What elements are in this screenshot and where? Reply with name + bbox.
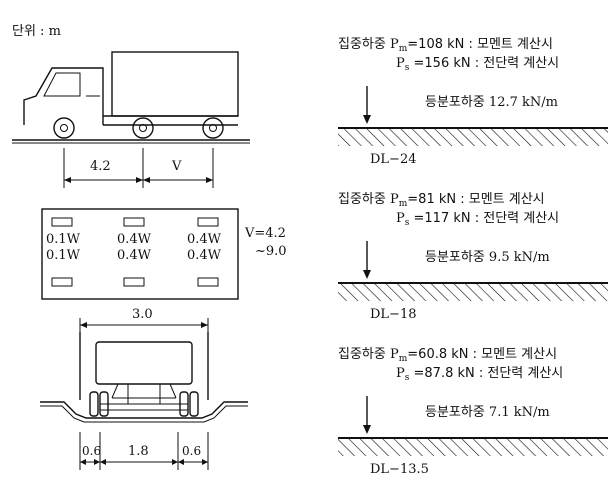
dim-1-8: 1.8 — [128, 444, 149, 459]
dim-v: V — [171, 159, 182, 174]
distributed-load-text: 등분포하중 9.5 kN/m — [425, 250, 550, 265]
arrow-head — [363, 425, 371, 434]
distributed-load-text: 등분포하중 7.1 kN/m — [425, 405, 550, 420]
dl-label: DL−18 — [370, 307, 417, 322]
wheel-load-plan: 0.1W 0.1W 0.4W 0.4W 0.4W 0.4W V=4.2 ~9.0 — [41, 208, 287, 300]
load-group-3: 집중하중 Pm=60.8 kN : 모멘트 계산시 Ps =87.8 kN : 전… — [338, 347, 608, 477]
load-middle-bottom: 0.4W — [117, 248, 152, 263]
distributed-load-band — [338, 283, 608, 301]
load-right-bottom: 0.4W — [187, 248, 222, 263]
point-load-moment-text: 집중하중 Pm=108 kN : 모멘트 계산시 — [338, 37, 553, 54]
dim-4-2: 4.2 — [90, 159, 111, 174]
dim-0-6-right: 0.6 — [182, 444, 201, 458]
point-load-shear-text: Ps =156 kN : 전단력 계산시 — [396, 56, 559, 73]
load-group-1: 집중하중 Pm=108 kN : 모멘트 계산시 Ps =156 kN : 전단력… — [338, 37, 608, 167]
load-left-top: 0.1W — [46, 232, 81, 247]
truck-rear-view — [40, 332, 248, 423]
dim-3-0: 3.0 — [132, 307, 153, 322]
truck-side-view — [12, 51, 250, 144]
point-load-moment-text: 집중하중 Pm=60.8 kN : 모멘트 계산시 — [338, 347, 557, 364]
point-load-shear-text: Ps =117 kN : 전단력 계산시 — [396, 211, 559, 228]
arrow-head — [363, 115, 371, 124]
v-range-line2: ~9.0 — [255, 244, 287, 259]
distributed-load-band — [338, 438, 608, 456]
rear-wheel — [202, 117, 224, 139]
load-middle-top: 0.4W — [117, 232, 152, 247]
front-wheel — [53, 117, 75, 139]
v-range-line1: V=4.2 — [244, 226, 286, 241]
load-left-bottom: 0.1W — [46, 248, 81, 263]
track-dimension: 0.6 1.8 0.6 — [79, 432, 209, 470]
dl-label: DL−24 — [370, 152, 417, 167]
mid-wheel — [132, 117, 154, 139]
dim-0-6-left: 0.6 — [82, 444, 101, 458]
point-load-shear-text: Ps =87.8 kN : 전단력 계산시 — [396, 366, 563, 383]
dl-label: DL−13.5 — [370, 462, 429, 477]
distributed-load-text: 등분포하중 12.7 kN/m — [425, 95, 558, 110]
unit-label: 단위 : m — [12, 24, 61, 39]
load-group-2: 집중하중 Pm=81 kN : 모멘트 계산시 Ps =117 kN : 전단력 … — [338, 192, 608, 322]
arrow-head — [363, 270, 371, 279]
distributed-load-band — [338, 128, 608, 146]
load-right-top: 0.4W — [187, 232, 222, 247]
point-load-moment-text: 집중하중 Pm=81 kN : 모멘트 계산시 — [338, 192, 545, 209]
width-dimension: 3.0 — [79, 307, 209, 332]
axle-spacing-dimension: 4.2 V — [63, 148, 214, 188]
